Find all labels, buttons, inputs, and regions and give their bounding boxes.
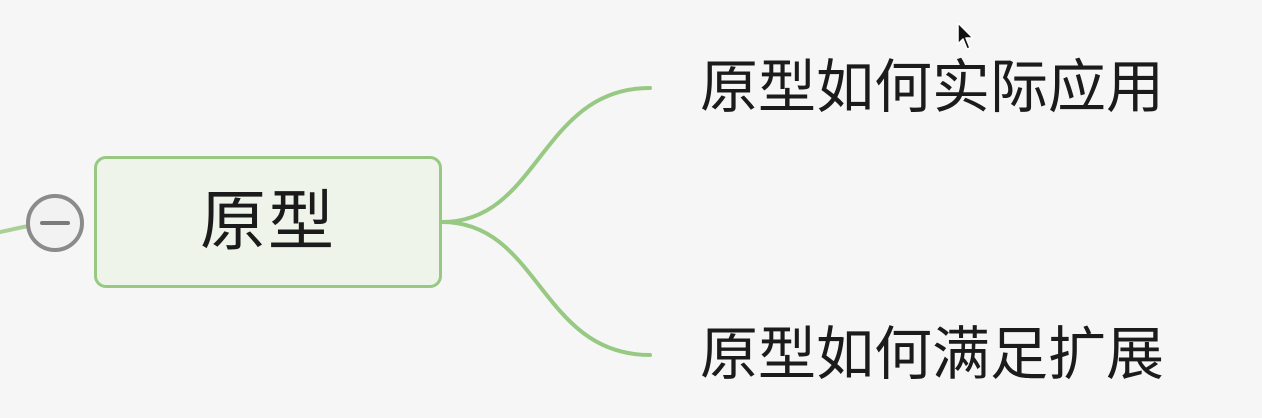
mouse-pointer-icon — [957, 22, 974, 50]
subtopic-node-practical-use[interactable]: 原型如何实际应用 — [700, 53, 1165, 121]
branch-line-top — [440, 86, 652, 224]
central-topic-node[interactable]: 原型 — [94, 156, 442, 288]
central-topic-label: 原型 — [200, 183, 336, 260]
branch-line-bottom — [440, 220, 652, 357]
parent-connector-line — [0, 224, 30, 234]
subtopic-node-extension[interactable]: 原型如何满足扩展 — [700, 320, 1165, 388]
minus-circle-icon — [40, 221, 70, 225]
collapse-toggle-button[interactable] — [26, 194, 84, 252]
